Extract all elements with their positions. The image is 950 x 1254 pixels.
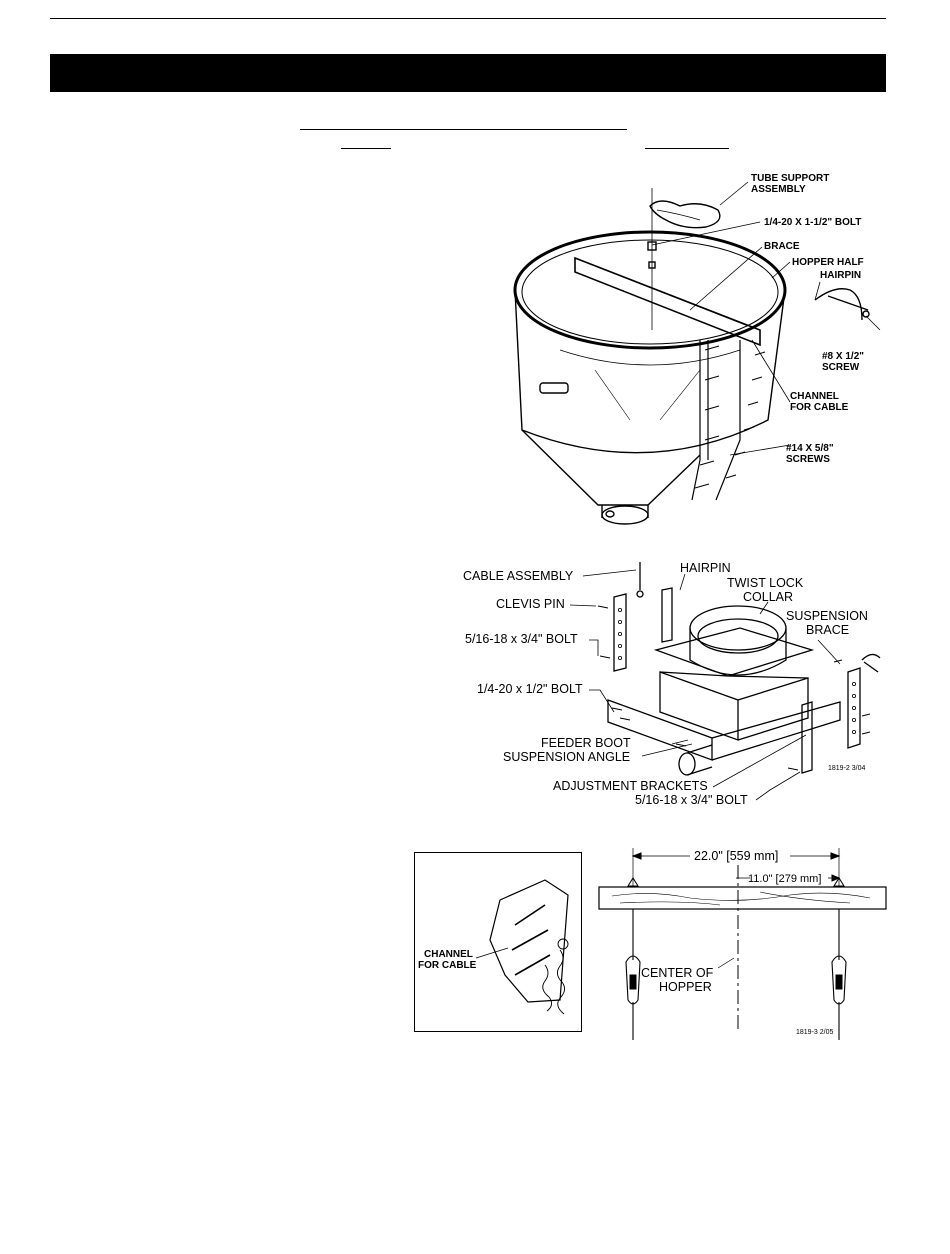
dim-half-width: 11.0" [279 mm]: [748, 873, 821, 885]
label-suspension-brace-2: BRACE: [806, 623, 849, 637]
label-bolt-1-4-20: 1/4-20 X 1-1/2" BOLT: [764, 217, 861, 228]
section-header-bar: [50, 54, 886, 92]
label-bolt-1-4: 1/4-20 x 1/2" BOLT: [477, 682, 583, 696]
label-screw-8-1: #8 X 1/2": [822, 351, 864, 362]
label-screws14-1: #14 X 5/8": [786, 443, 834, 454]
channel-inset-box: [414, 852, 582, 1032]
label-tube-support-2: ASSEMBLY: [751, 184, 806, 195]
label-bolt-5-16-bottom: 5/16-18 x 3/4" BOLT: [635, 793, 748, 807]
label-suspension-angle: SUSPENSION ANGLE: [503, 750, 630, 764]
label-suspension-brace-1: SUSPENSION: [786, 609, 868, 623]
label-bolt-5-16-top: 5/16-18 x 3/4" BOLT: [465, 632, 578, 646]
inset-channel-2: FOR CABLE: [418, 960, 477, 971]
label-twist-lock-1: TWIST LOCK: [727, 576, 804, 590]
label-adjustment-brackets: ADJUSTMENT BRACKETS: [553, 779, 708, 793]
label-hairpin-2: HAIRPIN: [680, 561, 731, 575]
title-underline: [300, 129, 627, 130]
label-cable-assembly: CABLE ASSEMBLY: [463, 569, 574, 583]
label-center-of-1: CENTER OF: [641, 966, 714, 980]
figure2-id: 1819-2 3/04: [828, 765, 865, 772]
inset-channel-1: CHANNEL: [424, 949, 473, 960]
label-center-of-2: HOPPER: [659, 980, 712, 994]
top-rule: [50, 18, 886, 19]
label-clevis-pin: CLEVIS PIN: [496, 597, 565, 611]
figure3-id: 1819-3 2/05: [796, 1029, 833, 1036]
label-hopper-half: HOPPER HALF: [792, 257, 864, 268]
column-underline-right: [645, 148, 729, 149]
label-screw-8-2: SCREW: [822, 362, 860, 373]
label-channel-1: CHANNEL: [790, 391, 839, 402]
label-screws14-2: SCREWS: [786, 454, 830, 465]
label-brace: BRACE: [764, 241, 800, 252]
dim-full-width: 22.0" [559 mm]: [694, 849, 778, 863]
label-feeder-boot: FEEDER BOOT: [541, 736, 631, 750]
column-underline-left: [341, 148, 391, 149]
label-tube-support-1: TUBE SUPPORT: [751, 173, 829, 184]
label-channel-2: FOR CABLE: [790, 402, 849, 413]
label-hairpin: HAIRPIN: [820, 270, 861, 281]
label-twist-lock-2: COLLAR: [743, 590, 793, 604]
